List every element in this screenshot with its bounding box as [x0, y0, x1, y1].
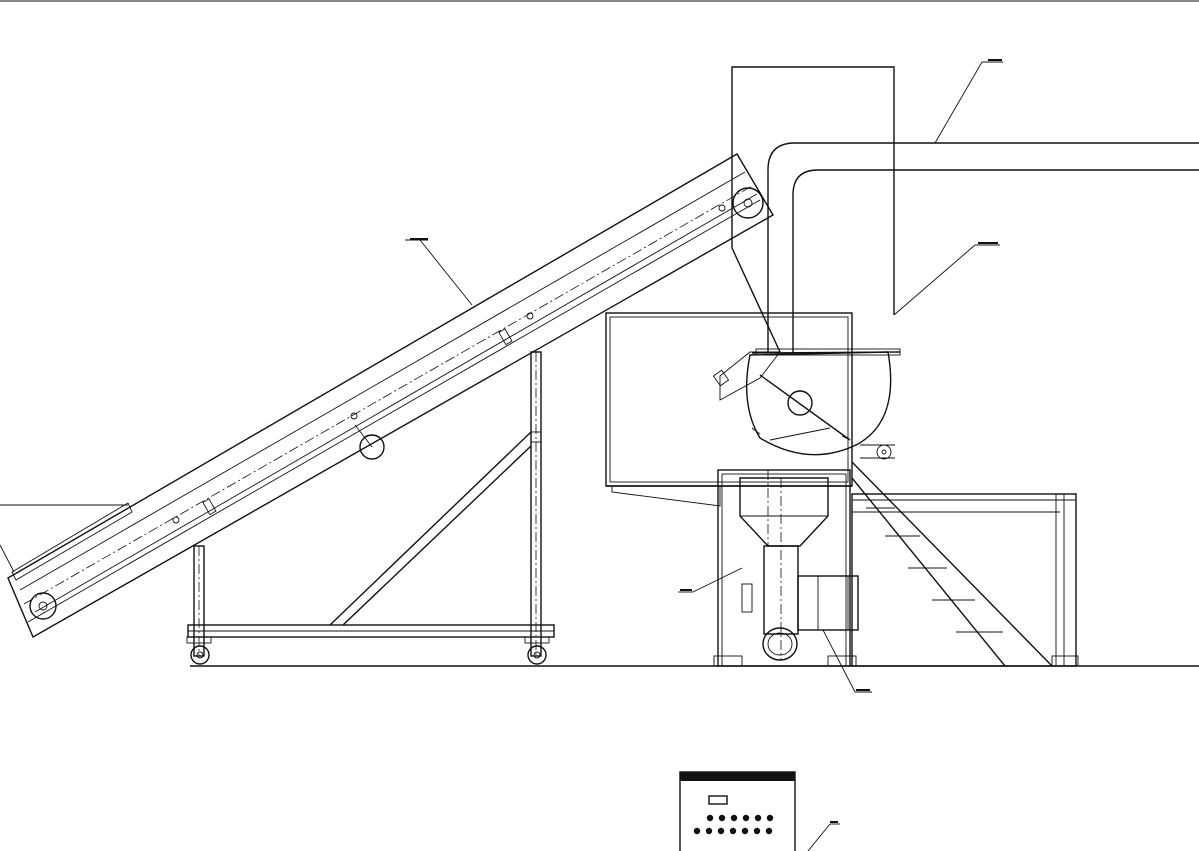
- indicator-light: [717, 827, 725, 835]
- blower-outlet: [762, 627, 798, 661]
- indicator-light: [729, 827, 737, 835]
- indicator-light: [730, 814, 738, 822]
- access-stairs: [851, 461, 1053, 667]
- inlet-duct: [731, 66, 1199, 353]
- operator-platform: [851, 493, 1079, 667]
- head-drum: [732, 187, 764, 219]
- crusher-housing: [605, 312, 901, 507]
- control-panel: [679, 771, 796, 851]
- indicator-light: [706, 814, 714, 822]
- indicator-light: [705, 827, 713, 835]
- indicator-light: [718, 814, 726, 822]
- indicator-light: [766, 814, 774, 822]
- rotor-shaft: [787, 390, 813, 416]
- discharge-stand: [713, 469, 859, 667]
- indicator-light: [742, 814, 750, 822]
- indicator-light: [765, 827, 773, 835]
- callout-leaders: [0, 61, 1003, 851]
- indicator-light: [753, 827, 761, 835]
- caster-wheel-right: [527, 645, 547, 665]
- indicator-light: [741, 827, 749, 835]
- indicator-light: [754, 814, 762, 822]
- tail-drum: [29, 592, 57, 620]
- inclined-conveyor: [7, 153, 774, 638]
- conveyor-support-frame: [186, 351, 555, 665]
- panel-display: [708, 795, 728, 805]
- panel-indicator-lights: [693, 814, 774, 835]
- idler-pulley: [359, 434, 385, 460]
- indicator-light: [693, 827, 701, 835]
- blower-motor: [797, 575, 859, 631]
- caster-wheel-left: [190, 645, 210, 665]
